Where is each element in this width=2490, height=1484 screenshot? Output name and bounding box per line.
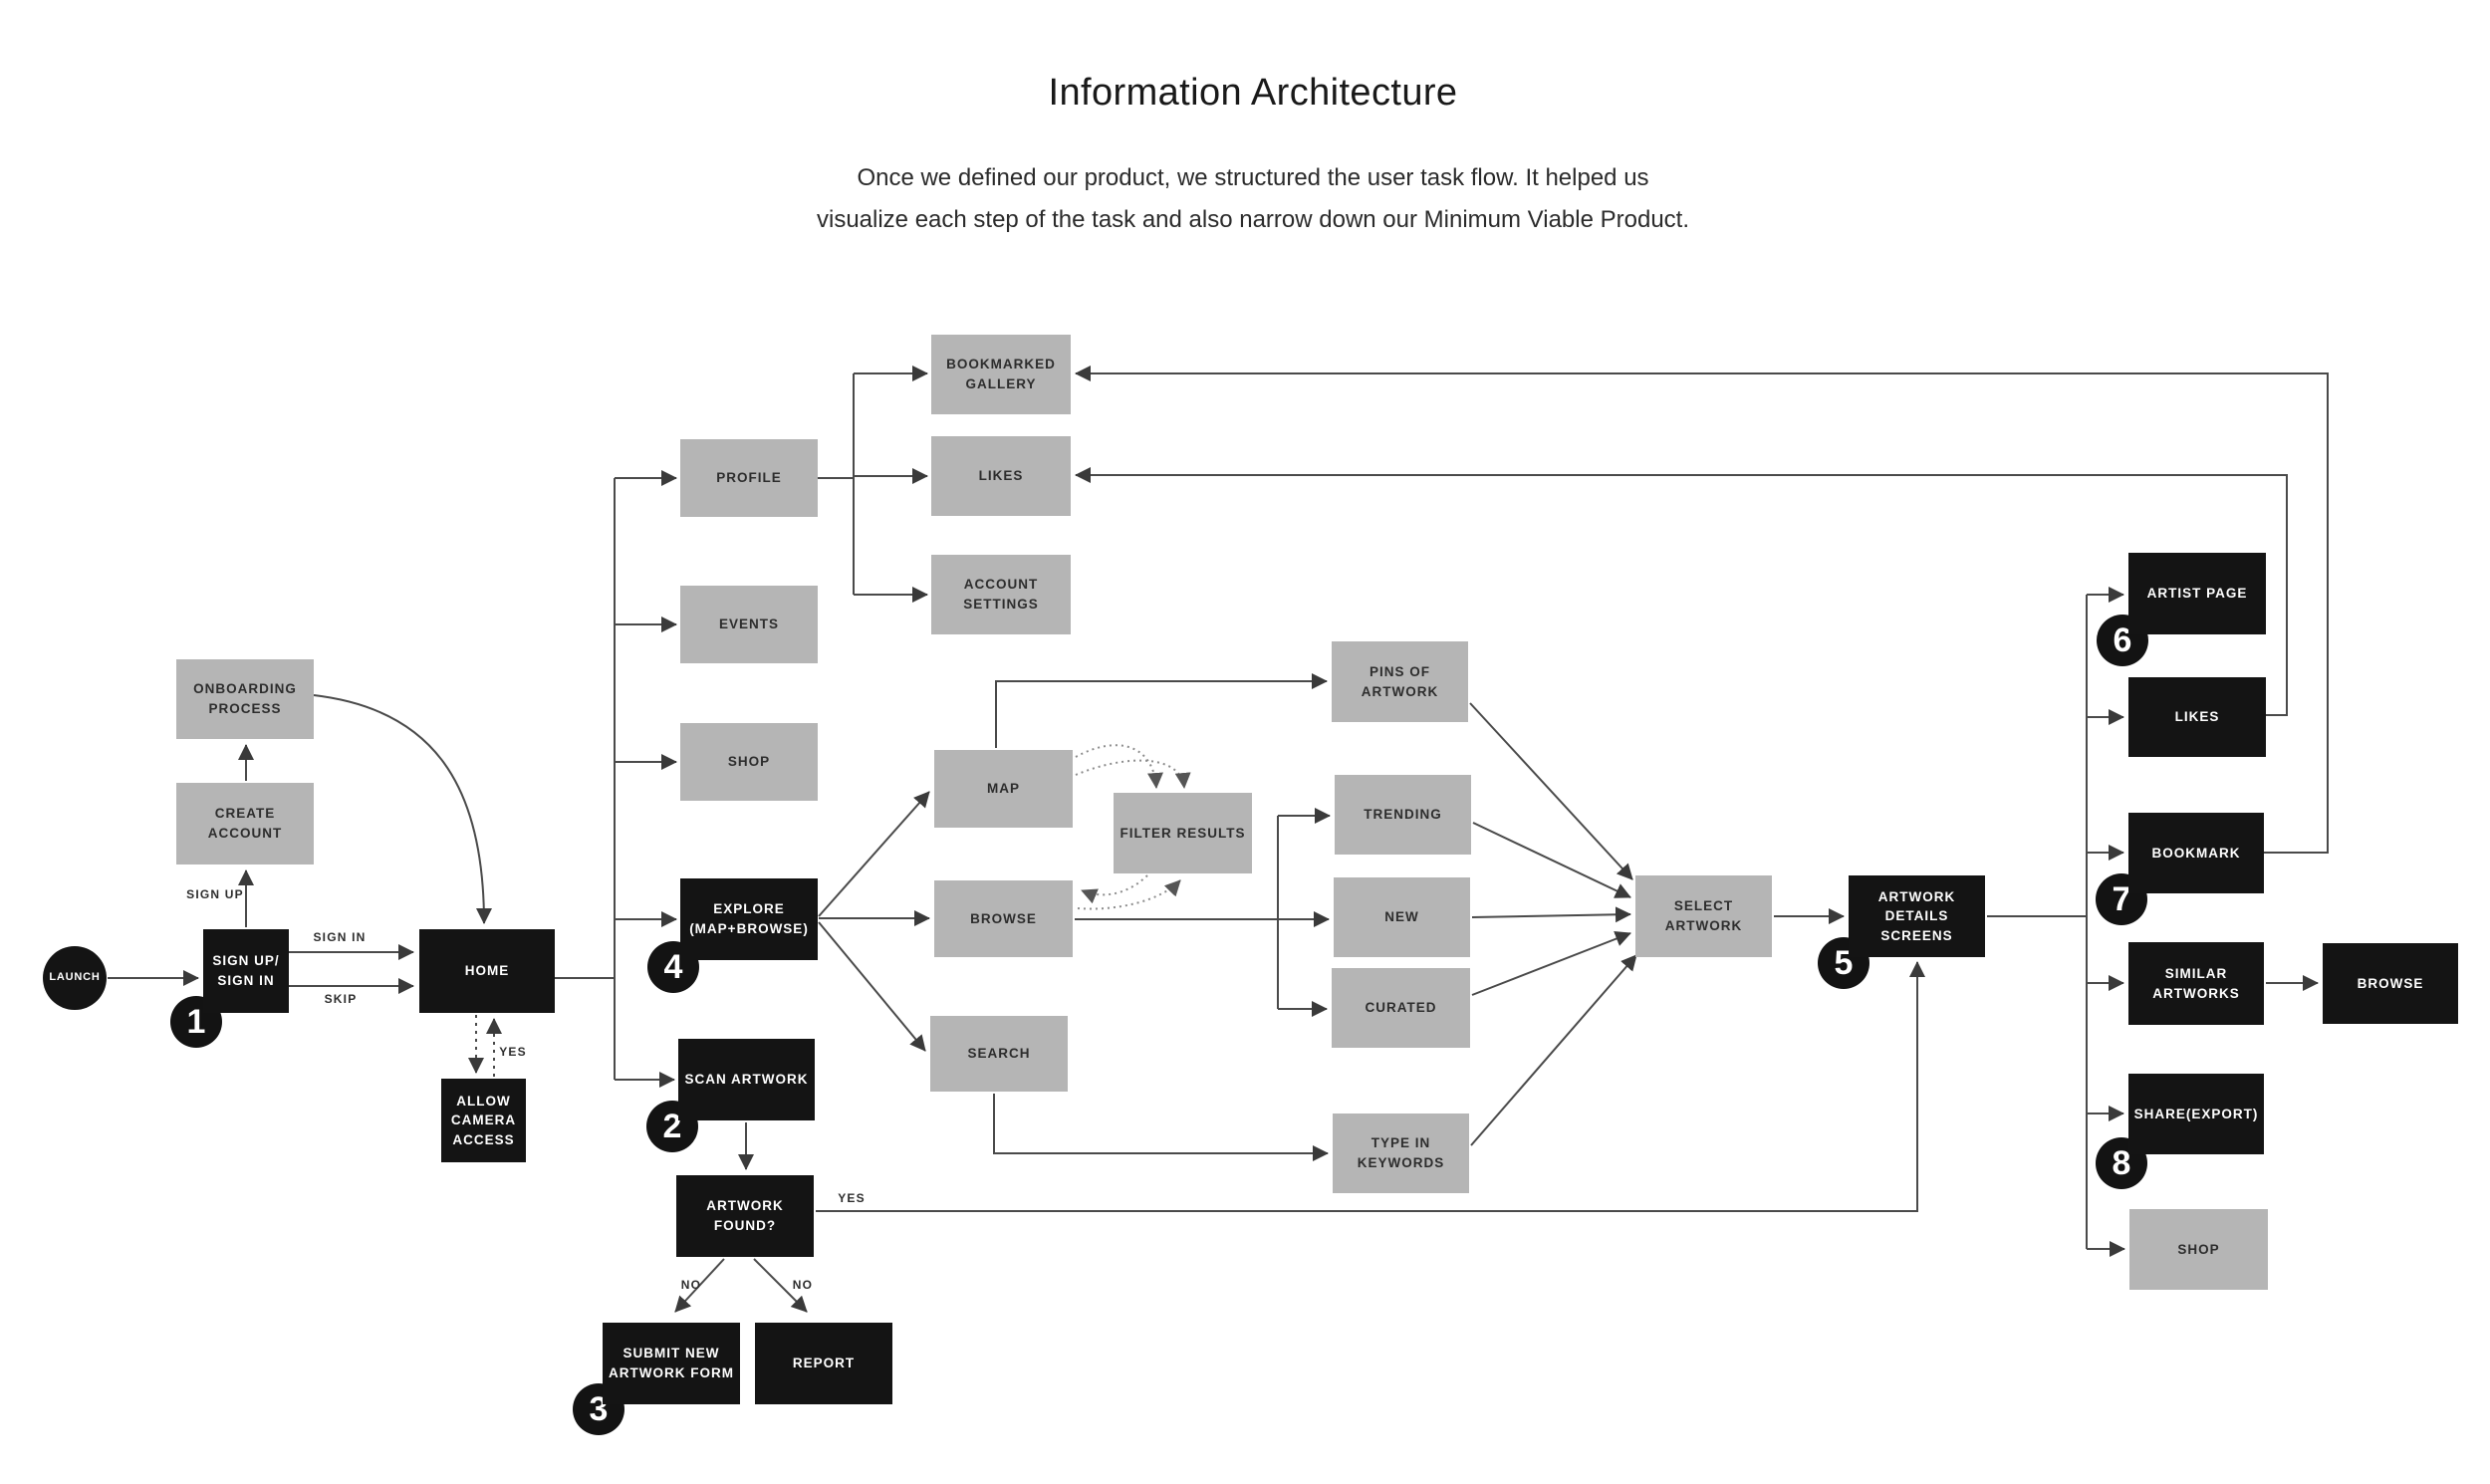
node-search: SEARCH xyxy=(930,1016,1068,1092)
node-bookmark: BOOKMARK xyxy=(2128,813,2264,893)
node-browse-detail: BROWSE xyxy=(2323,943,2458,1024)
edge-label-sign-in: SIGN IN xyxy=(313,930,367,944)
node-explore: EXPLORE (MAP+BROWSE) xyxy=(680,878,818,960)
node-profile: PROFILE xyxy=(680,439,818,517)
node-shop-detail: SHOP xyxy=(2129,1209,2268,1290)
edge-trending-select xyxy=(1472,822,1631,898)
node-allow-camera-access: ALLOW CAMERA ACCESS xyxy=(441,1079,526,1162)
page-title: Information Architecture xyxy=(1048,72,1458,114)
node-shop: SHOP xyxy=(680,723,818,801)
edge-filter-browse xyxy=(1081,874,1148,904)
node-similar-artworks: SIMILAR ARTWORKS xyxy=(2128,942,2264,1025)
edge-bookmark-bookmarkedgallery xyxy=(1075,366,2329,854)
edge-found-no-report xyxy=(753,1258,808,1313)
node-likes-detail: LIKES xyxy=(2128,677,2266,757)
edge-map-pins xyxy=(995,673,1328,748)
subtitle-line-1: Once we defined our product, we structur… xyxy=(857,164,1649,191)
edge-explore-map xyxy=(818,791,930,917)
node-bookmarked-gallery: BOOKMARKED GALLERY xyxy=(931,335,1071,414)
node-likes-gallery: LIKES xyxy=(931,436,1071,516)
dashed-edges xyxy=(468,1015,502,1077)
node-trending: TRENDING xyxy=(1335,775,1471,855)
dotted-filter-edges xyxy=(1075,744,1191,910)
node-onboarding-process: ONBOARDING PROCESS xyxy=(176,659,314,739)
node-map: MAP xyxy=(934,750,1073,828)
edge-curated-select xyxy=(1471,930,1631,996)
edge-label-no-right: NO xyxy=(792,1278,814,1292)
node-curated: CURATED xyxy=(1332,968,1470,1048)
node-events: EVENTS xyxy=(680,586,818,663)
edge-label-yes-camera: YES xyxy=(499,1045,527,1059)
edge-map-filter-1 xyxy=(1075,744,1163,789)
edge-found-no-submit xyxy=(674,1258,725,1313)
edge-onboarding-home xyxy=(313,694,492,924)
edge-pins-select xyxy=(1469,702,1633,880)
step-badge-7: 7 xyxy=(2096,873,2147,925)
edge-likesdetail-likesgallery xyxy=(1075,467,2288,716)
node-select-artwork: SELECT ARTWORK xyxy=(1635,875,1772,957)
node-artist-page: ARTIST PAGE xyxy=(2128,553,2266,634)
edge-keywords-select xyxy=(1470,954,1637,1146)
node-sign-up-sign-in: SIGN UP/ SIGN IN xyxy=(203,929,289,1013)
node-home: HOME xyxy=(419,929,555,1013)
edge-label-skip: SKIP xyxy=(324,992,358,1006)
edge-browse-filter xyxy=(1077,879,1181,910)
node-new: NEW xyxy=(1334,877,1470,957)
step-badge-1: 1 xyxy=(170,996,222,1048)
node-pins-of-artwork: PINS OF ARTWORK xyxy=(1332,641,1468,722)
node-browse: BROWSE xyxy=(934,880,1073,957)
node-share-export: SHARE(EXPORT) xyxy=(2128,1074,2264,1154)
edge-label-sign-up: SIGN UP xyxy=(186,887,244,901)
edge-explore-search xyxy=(818,921,926,1052)
edge-new-select xyxy=(1471,906,1631,923)
node-report: REPORT xyxy=(755,1323,892,1404)
node-submit-new-artwork-form: SUBMIT NEW ARTWORK FORM xyxy=(603,1323,740,1404)
edge-label-yes-found: YES xyxy=(838,1191,866,1205)
node-type-in-keywords: TYPE IN KEYWORDS xyxy=(1333,1113,1469,1193)
edge-search-keywords xyxy=(993,1094,1329,1161)
node-launch: LAUNCH xyxy=(43,946,107,1010)
node-scan-artwork: SCAN ARTWORK xyxy=(678,1039,815,1120)
step-badge-5: 5 xyxy=(1818,937,1869,989)
node-artwork-found: ARTWORK FOUND? xyxy=(676,1175,814,1257)
step-badge-8: 8 xyxy=(2096,1137,2147,1189)
node-artwork-details-screens: ARTWORK DETAILS SCREENS xyxy=(1849,875,1985,957)
page-subtitle: Once we defined our product, we structur… xyxy=(0,157,2490,241)
node-filter-results: FILTER RESULTS xyxy=(1114,793,1252,873)
edge-map-filter-2 xyxy=(1075,759,1191,789)
solid-edges xyxy=(108,366,2329,1313)
edge-found-yes-details xyxy=(816,961,1925,1212)
subtitle-line-2: visualize each step of the task and also… xyxy=(816,206,1689,233)
node-account-settings: ACCOUNT SETTINGS xyxy=(931,555,1071,634)
edge-label-no-left: NO xyxy=(680,1278,702,1292)
node-create-account: CREATE ACCOUNT xyxy=(176,783,314,865)
